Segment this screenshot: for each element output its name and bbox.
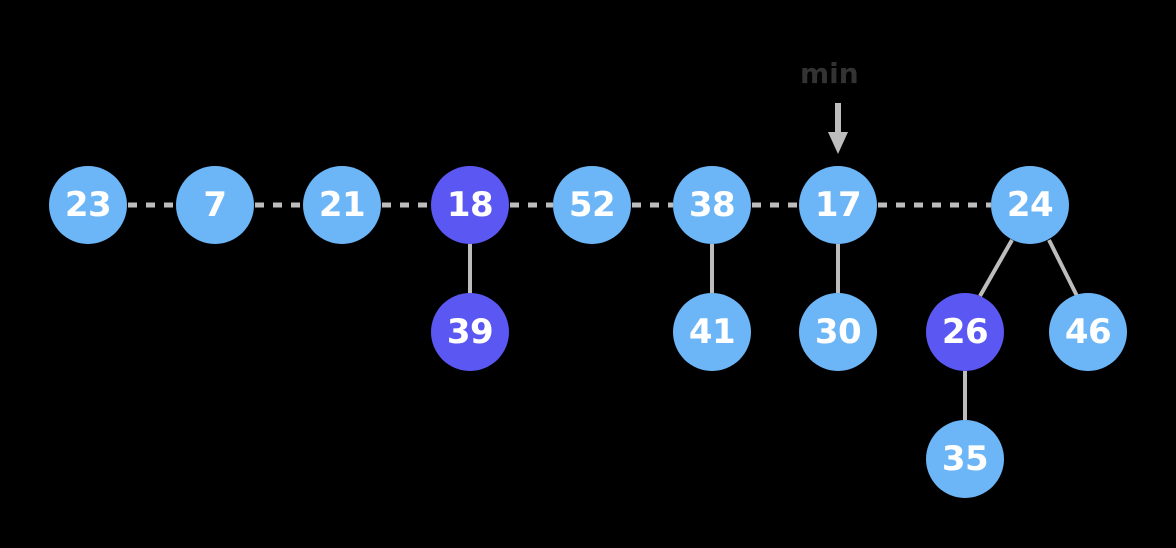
heap-node-label: 21 [318,185,366,225]
heap-node-26[interactable]: 26 [926,293,1004,371]
arrow-head [828,132,848,154]
heap-node-23[interactable]: 23 [49,166,127,244]
heap-node-41[interactable]: 41 [673,293,751,371]
heap-node-label: 23 [64,185,112,225]
heap-node-21[interactable]: 21 [303,166,381,244]
heap-node-label: 52 [568,185,616,225]
heap-node-label: 38 [688,185,736,225]
heap-node-label: 46 [1064,312,1112,352]
heap-node-52[interactable]: 52 [553,166,631,244]
heap-node-18[interactable]: 18 [431,166,509,244]
heap-node-label: 41 [688,312,736,352]
min-label: min [800,57,859,90]
heap-node-label: 26 [941,312,989,352]
heap-node-7[interactable]: 7 [176,166,254,244]
heap-node-39[interactable]: 39 [431,293,509,371]
heap-node-label: 7 [203,185,227,225]
heap-node-30[interactable]: 30 [799,293,877,371]
child-link [1047,239,1079,297]
heap-node-24[interactable]: 24 [991,166,1069,244]
child-link [978,239,1014,297]
heap-node-label: 18 [446,185,494,225]
heap-node-label: 39 [446,312,494,352]
heap-node-35[interactable]: 35 [926,420,1004,498]
heap-node-46[interactable]: 46 [1049,293,1127,371]
heap-node-label: 17 [814,185,862,225]
heap-node-38[interactable]: 38 [673,166,751,244]
heap-node-label: 35 [941,439,989,479]
heap-node-17[interactable]: 17 [799,166,877,244]
heap-node-label: 24 [1006,185,1054,225]
heap-node-label: 30 [814,312,862,352]
